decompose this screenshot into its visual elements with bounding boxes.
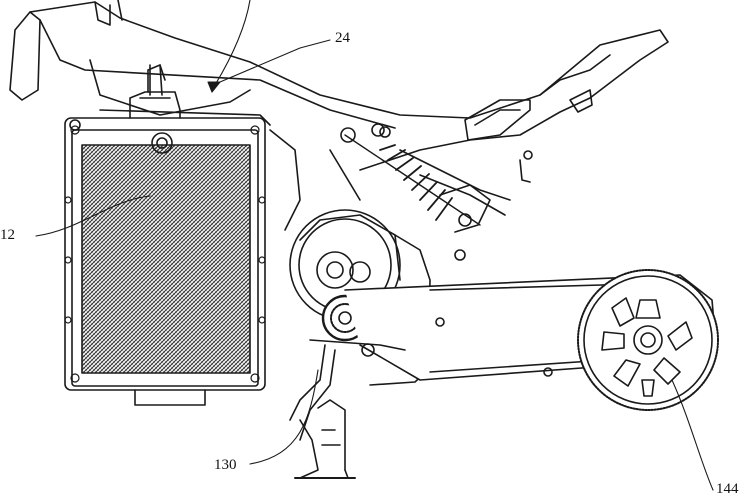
kickstand	[289, 339, 406, 479]
ref-numeral-kickstand: 130	[214, 457, 237, 473]
leader-130	[249, 369, 319, 465]
rear-shock	[340, 123, 491, 233]
top-fittings	[69, 0, 533, 261]
leader-144	[671, 379, 714, 491]
ref-numeral-frame: 24	[335, 30, 350, 46]
leader-24	[219, 39, 331, 83]
ref-numeral-rear-wheel-sprocket: 144	[716, 481, 739, 497]
frame	[9, 1, 669, 231]
leader-top	[214, 0, 251, 86]
battery-pack	[64, 64, 266, 406]
ref-numeral-battery-pack: 12	[0, 227, 15, 243]
leader-12	[35, 195, 151, 237]
leader-lines	[35, 0, 714, 491]
rear-wheel-sprocket	[577, 269, 719, 411]
leader-24-arrow	[207, 81, 221, 93]
